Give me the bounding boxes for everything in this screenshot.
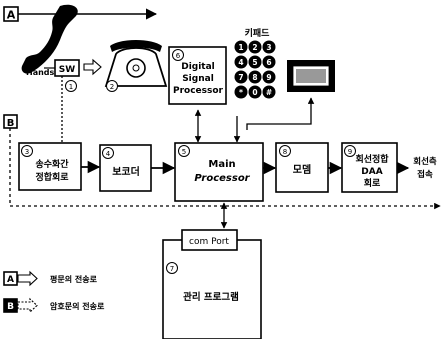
dsp-line-2: Signal xyxy=(182,74,214,84)
vocoder-label: 보코더 xyxy=(112,165,140,178)
main-to-monitor-line xyxy=(247,98,311,130)
path-b-marker: B xyxy=(7,118,15,129)
program-label: 관리 프로그램 xyxy=(183,291,239,303)
daa-line-1: 회선정합 xyxy=(355,153,389,165)
keypad-key: 0 xyxy=(252,88,257,97)
daa-line-3: 회로 xyxy=(364,177,381,189)
com-num: 7 xyxy=(170,265,174,273)
phone-num: 2 xyxy=(110,83,114,91)
dsp-num: 6 xyxy=(176,52,181,60)
hybrid-line-2: 정합회로 xyxy=(35,171,69,183)
keypad-key: 6 xyxy=(266,58,271,67)
modem-num: 8 xyxy=(283,148,287,156)
keypad-key: # xyxy=(266,88,272,97)
main-line-2: Processor xyxy=(194,173,250,184)
desk-phone-icon xyxy=(106,40,166,86)
legend-b-marker: B xyxy=(7,302,14,312)
main-line-1: Main xyxy=(208,159,235,170)
legend: A 평문의 전송로 B 암호문의 전송로 xyxy=(4,272,105,312)
hybrid-line-1: 송수화간 xyxy=(35,158,69,170)
keypad-key: 5 xyxy=(252,58,257,67)
keypad-key: 3 xyxy=(266,43,271,52)
switch-to-phone-arrow xyxy=(84,60,101,74)
daa-line-2: DAA xyxy=(361,167,382,177)
monitor-icon xyxy=(287,60,335,92)
legend-a-text: 평문의 전송로 xyxy=(50,274,98,284)
path-a-marker: A xyxy=(7,9,16,22)
keypad-key: 4 xyxy=(238,58,243,67)
legend-a-arrow xyxy=(18,272,37,285)
keypad-key: 1 xyxy=(238,43,243,52)
legend-b-text: 암호문의 전송로 xyxy=(50,301,105,311)
keypad-key: * xyxy=(239,88,243,97)
keypad-key: 7 xyxy=(238,73,243,82)
path-a: A xyxy=(4,7,156,22)
legend-a-marker: A xyxy=(7,275,14,285)
keypad-key: 2 xyxy=(252,43,257,52)
modem-label: 모뎀 xyxy=(293,163,311,176)
dsp-line-1: Digital xyxy=(181,62,215,72)
dsp-line-3: Processor xyxy=(173,86,224,96)
keypad-key: 9 xyxy=(266,73,271,82)
legend-b-arrow xyxy=(18,299,37,312)
daa-num: 9 xyxy=(348,148,352,156)
handset-num: 1 xyxy=(69,83,73,91)
com-port-label: com Port xyxy=(189,237,229,247)
switch-label: SW xyxy=(59,65,75,75)
line-out-2: 접속 xyxy=(417,169,433,180)
hybrid-num: 3 xyxy=(25,148,29,156)
vocoder-num: 4 xyxy=(106,150,111,158)
main-num: 5 xyxy=(182,148,186,156)
keypad-key: 8 xyxy=(252,73,257,82)
program-box xyxy=(163,240,261,339)
keypad-title: 키패드 xyxy=(245,27,271,39)
line-out-1: 회선측 xyxy=(413,156,437,167)
